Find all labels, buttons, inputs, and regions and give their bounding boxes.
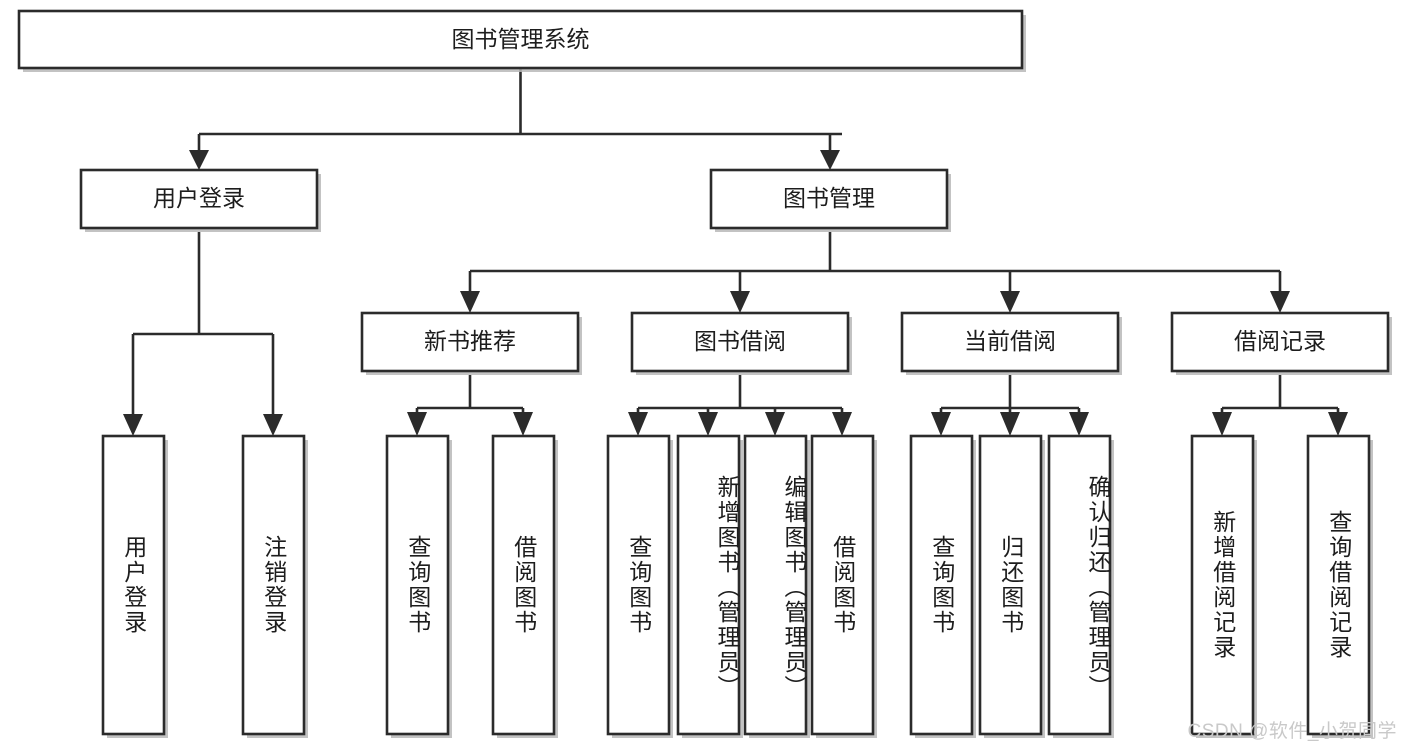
arrow-to-leaf-query-book-2: [628, 412, 648, 436]
node-box-leaf-query-record[interactable]: [1306, 434, 1371, 736]
node-box-leaf-query-book-1[interactable]: [385, 434, 450, 736]
node-label-borrow-record: 借阅记录: [1234, 328, 1326, 354]
arrow-root-to-book-manage: [820, 150, 840, 170]
node-box-leaf-add-book[interactable]: [676, 434, 741, 736]
arrow-to-leaf-edit-book: [765, 412, 785, 436]
node-box-book-manage[interactable]: [709, 168, 949, 230]
arrow-to-current-borrow: [1000, 291, 1020, 313]
arrow-to-leaf-confirm-return: [1069, 412, 1089, 436]
node-box-leaf-borrow-book-2[interactable]: [810, 434, 875, 736]
node-label-user-login: 用户登录: [153, 185, 245, 211]
csdn-watermark: CSDN @软件_小贺同学: [1187, 721, 1397, 742]
arrow-to-leaf-query-book-3: [931, 412, 951, 436]
node-box-new-book-recommend[interactable]: [360, 311, 580, 373]
arrow-to-leaf-add-book: [698, 412, 718, 436]
arrow-to-leaf-user-login: [123, 414, 143, 436]
node-box-user-login[interactable]: [79, 168, 319, 230]
arrow-to-leaf-return-book: [1000, 412, 1020, 436]
node-box-leaf-add-record[interactable]: [1190, 434, 1255, 736]
arrow-to-leaf-query-record: [1328, 412, 1348, 436]
arrow-to-leaf-borrow-book-1: [513, 412, 533, 436]
node-label-book-manage: 图书管理: [783, 185, 875, 211]
arrow-to-leaf-query-book-1: [407, 412, 427, 436]
arrow-to-leaf-borrow-book-2: [832, 412, 852, 436]
edge-layer: [123, 68, 1348, 436]
node-label-current-borrow: 当前借阅: [964, 328, 1056, 354]
node-box-leaf-borrow-book-1[interactable]: [491, 434, 556, 736]
node-box-leaf-query-book-2[interactable]: [606, 434, 671, 736]
node-box-root[interactable]: [17, 9, 1024, 70]
node-label-root: 图书管理系统: [452, 26, 590, 52]
arrow-to-new-book-recommend: [460, 291, 480, 313]
arrow-to-borrow-record: [1270, 291, 1290, 313]
node-box-book-borrow[interactable]: [630, 311, 850, 373]
node-box-leaf-edit-book[interactable]: [743, 434, 808, 736]
node-box-borrow-record[interactable]: [1170, 311, 1390, 373]
node-box-leaf-query-book-3[interactable]: [909, 434, 974, 736]
node-box-current-borrow[interactable]: [900, 311, 1120, 373]
node-box-leaf-confirm-return[interactable]: [1047, 434, 1112, 736]
node-layer: 图书管理系统 用户登录 图书管理 新书推荐 图书借阅 当前借阅 借阅记录: [17, 9, 1392, 738]
node-box-leaf-logout[interactable]: [241, 434, 306, 736]
node-box-leaf-user-login[interactable]: [101, 434, 166, 736]
node-label-new-book-recommend: 新书推荐: [424, 328, 516, 354]
arrow-to-leaf-logout: [263, 414, 283, 436]
arrow-root-to-user-login: [189, 150, 209, 170]
arrow-to-book-borrow: [730, 291, 750, 313]
node-label-book-borrow: 图书借阅: [694, 328, 786, 354]
arrow-to-leaf-add-record: [1212, 412, 1232, 436]
node-box-leaf-return-book[interactable]: [978, 434, 1043, 736]
